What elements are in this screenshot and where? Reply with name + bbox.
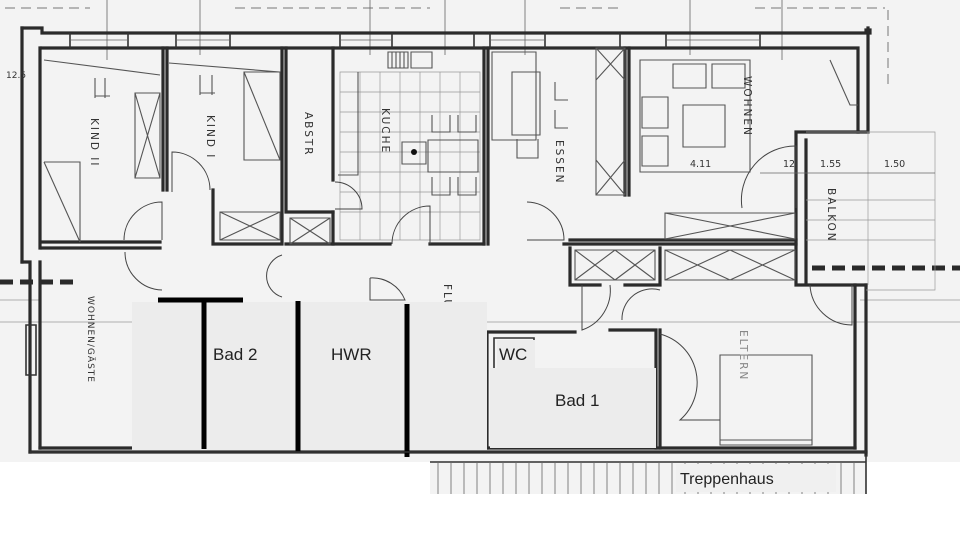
room-label-wohnen-gaeste: WOHNEN/GÄSTE xyxy=(85,296,96,383)
stove-dot xyxy=(411,149,417,155)
dimension-wall-left: 12.5 xyxy=(6,71,26,81)
room-label-bad-1: Bad 1 xyxy=(555,391,599,410)
stairwell: Treppenhaus xyxy=(430,455,867,494)
room-label-treppenhaus: Treppenhaus xyxy=(680,471,774,488)
overlay-bad2-hwr xyxy=(132,302,487,450)
room-label-eltern: ELTERN xyxy=(737,330,749,381)
dimension-wohnen-width: 4.11 xyxy=(690,159,711,170)
room-label-kueche: KUCHE xyxy=(379,108,391,154)
dimension-balkon-wall: 12 xyxy=(783,159,795,170)
room-label-hwr: HWR xyxy=(331,345,372,364)
original-room-labels: KIND II KIND I ABSTR KUCHE ESSEN WOHNEN … xyxy=(85,76,837,383)
room-label-kind-2: KIND II xyxy=(88,118,100,167)
kitchen-tiles xyxy=(339,71,481,241)
new-walls xyxy=(30,297,866,457)
overlay-rooms xyxy=(132,302,656,450)
room-label-wc: WC xyxy=(499,345,527,364)
room-label-bad-2: Bad 2 xyxy=(213,345,257,364)
dimension-balkon-1: 1.55 xyxy=(820,159,841,170)
overlay-wc xyxy=(497,340,535,380)
room-label-essen: ESSEN xyxy=(553,140,565,184)
furniture xyxy=(43,47,936,446)
overlay-bad1 xyxy=(490,368,656,448)
dimension-balkon-2: 1.50 xyxy=(884,159,905,170)
room-label-wohnen: WOHNEN xyxy=(741,76,753,137)
door-swings xyxy=(123,145,853,421)
room-label-balkon: BALKON xyxy=(825,188,837,243)
dimension-labels: 12.5 4.11 12 1.55 1.50 xyxy=(6,71,935,174)
room-label-kind-1: KIND I xyxy=(204,115,216,159)
room-label-abstellraum: ABSTR xyxy=(302,112,314,157)
